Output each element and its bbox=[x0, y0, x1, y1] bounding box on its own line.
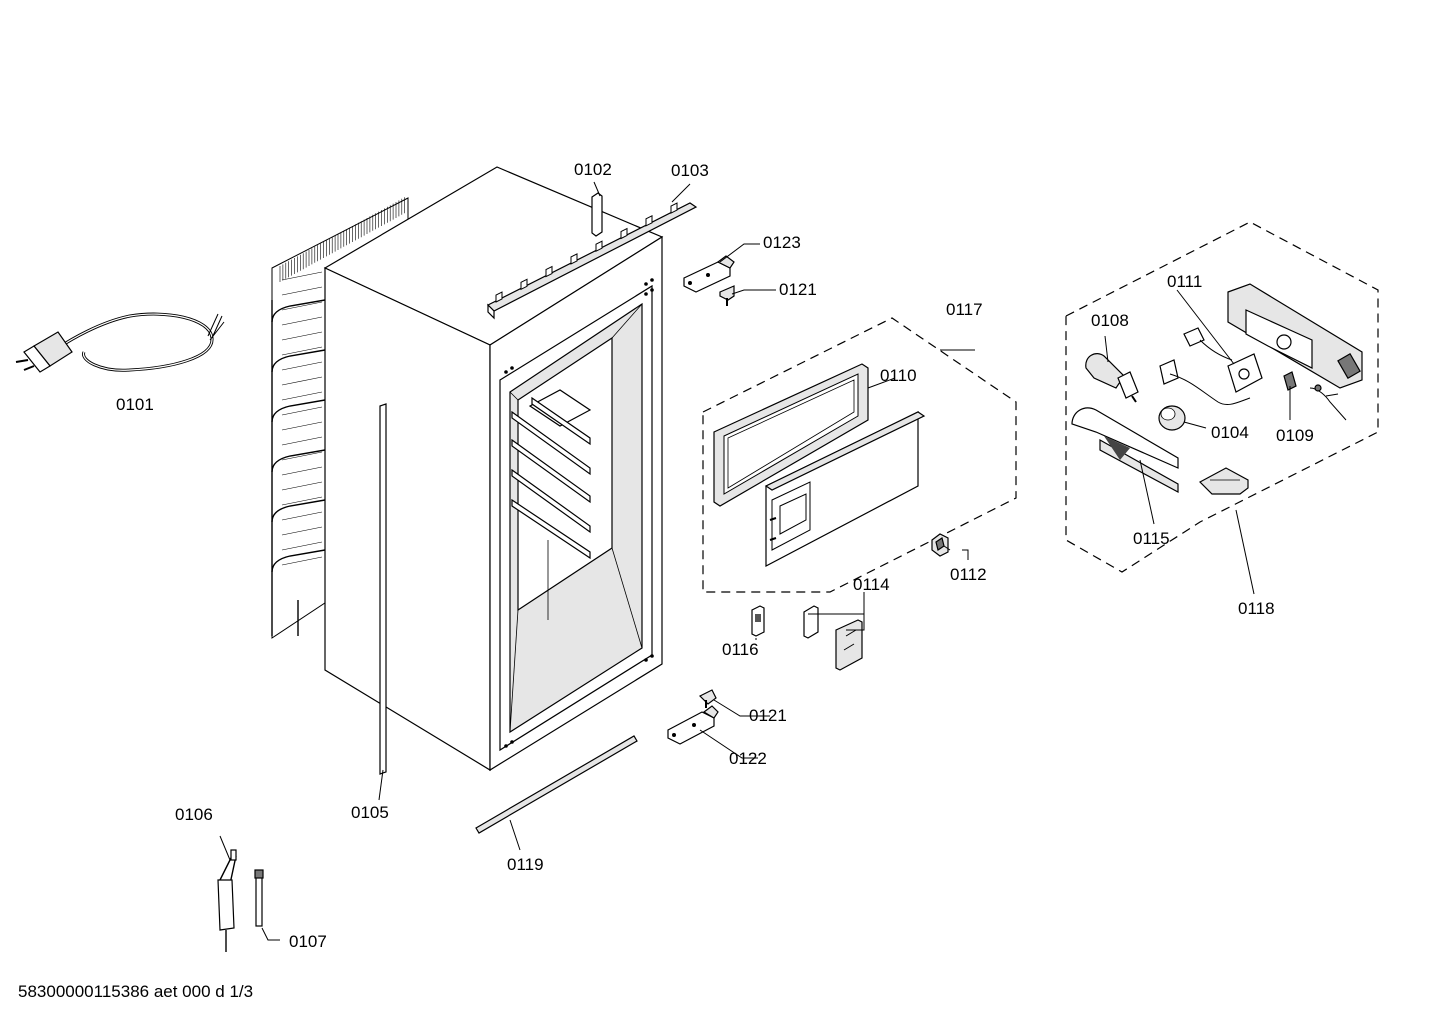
bulb-0108 bbox=[1085, 353, 1139, 403]
label-0112: 0112 bbox=[950, 565, 987, 584]
label-0117: 0117 bbox=[946, 300, 983, 319]
sensor-0106 bbox=[217, 849, 237, 952]
label-0123: 0123 bbox=[763, 233, 801, 252]
sensor-0107 bbox=[254, 869, 264, 927]
label-0114: 0114 bbox=[853, 575, 890, 594]
hinge-0122 bbox=[667, 705, 719, 745]
label-0121-top: 0121 bbox=[779, 280, 817, 299]
label-0101: 0101 bbox=[116, 395, 154, 414]
door-assembly-outline-0117 bbox=[702, 317, 1017, 593]
label-0122: 0122 bbox=[729, 749, 767, 768]
lamp-cover-0115 bbox=[1071, 407, 1179, 494]
latch-0112 bbox=[931, 533, 949, 557]
label-0115: 0115 bbox=[1133, 529, 1170, 548]
door-panel-0110 bbox=[764, 411, 926, 567]
hinge-pin-0121-bottom bbox=[698, 689, 717, 708]
label-0103: 0103 bbox=[671, 161, 709, 180]
refrigerator-cabinet bbox=[323, 166, 664, 772]
label-0110: 0110 bbox=[880, 366, 917, 385]
label-0102: 0102 bbox=[574, 160, 612, 179]
top-rail-0103 bbox=[486, 202, 698, 320]
leader-lines bbox=[219, 181, 1291, 941]
hinge-0123 bbox=[683, 255, 735, 293]
clip-0116 bbox=[751, 605, 765, 637]
label-0111: 0111 bbox=[1167, 272, 1202, 291]
label-0109: 0109 bbox=[1276, 426, 1314, 445]
label-0107: 0107 bbox=[289, 932, 327, 951]
label-0106: 0106 bbox=[175, 805, 213, 824]
document-footer: 58300000115386 aet 000 d 1/3 bbox=[18, 982, 253, 1001]
thermostat-0111 bbox=[1159, 327, 1263, 405]
knob-0104 bbox=[1158, 405, 1186, 431]
label-0119: 0119 bbox=[507, 855, 544, 874]
hinge-pin-0121-top bbox=[719, 285, 735, 306]
label-0104: 0104 bbox=[1211, 423, 1249, 442]
label-0108: 0108 bbox=[1091, 311, 1129, 330]
switch-0109 bbox=[1283, 371, 1347, 421]
handle-0114 bbox=[803, 605, 863, 671]
label-0105: 0105 bbox=[351, 803, 389, 822]
strip-0119 bbox=[475, 735, 638, 834]
door-frame-0110 bbox=[713, 363, 869, 507]
cover-plate bbox=[1199, 467, 1249, 495]
top-bracket-0102 bbox=[591, 192, 603, 237]
label-0116: 0116 bbox=[722, 640, 759, 659]
label-0121-bottom: 0121 bbox=[749, 706, 787, 725]
light-housing bbox=[1227, 283, 1363, 389]
light-assembly-outline-0118 bbox=[1065, 221, 1379, 573]
power-cord-0101 bbox=[15, 312, 225, 373]
label-0118: 0118 bbox=[1238, 599, 1275, 618]
seal-strip-0105 bbox=[379, 403, 387, 775]
